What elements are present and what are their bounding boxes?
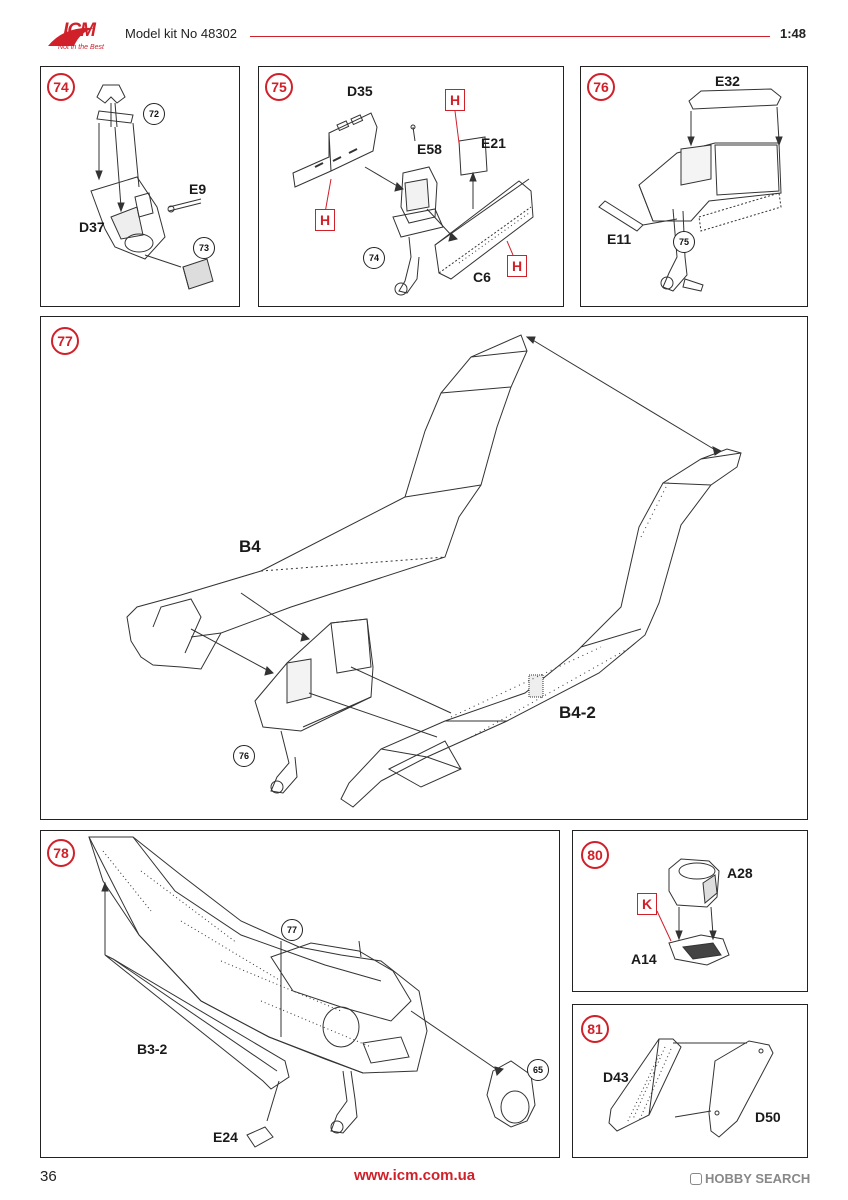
part-label-d35: D35: [347, 83, 373, 99]
step-81-drawing: [608, 1038, 774, 1138]
header-divider: [250, 36, 770, 37]
brand-tagline: Not in the Best: [58, 44, 104, 51]
ref-circle-72: 72: [143, 103, 165, 125]
step-number-75: 75: [265, 73, 293, 101]
part-label-e24: E24: [213, 1129, 238, 1145]
part-label-e21: E21: [481, 135, 506, 151]
step-number-76: 76: [587, 73, 615, 101]
ref-circle-65: 65: [527, 1059, 549, 1081]
paint-code-h-2: H: [315, 209, 335, 231]
step-75-panel: 75 D35 H E58 E21 H 74 C6 H: [258, 66, 564, 307]
ref-circle-75: 75: [673, 231, 695, 253]
step-number-78: 78: [47, 839, 75, 867]
part-label-b4-2: B4-2: [559, 703, 596, 722]
watermark-icon: [690, 1173, 702, 1185]
part-label-a14: A14: [631, 951, 657, 967]
part-label-a28: A28: [727, 865, 753, 881]
watermark-text: HOBBY SEARCH: [705, 1171, 811, 1186]
watermark: HOBBY SEARCH: [690, 1171, 810, 1186]
step-number-77: 77: [51, 327, 79, 355]
step-80-panel: 80 A28 K A14: [572, 830, 808, 992]
part-label-e32: E32: [715, 73, 740, 89]
step-75-drawing: [292, 110, 534, 296]
part-label-e58: E58: [417, 141, 442, 157]
part-label-d37: D37: [79, 219, 105, 235]
part-label-d50: D50: [755, 1109, 781, 1125]
icm-logo: [48, 27, 94, 46]
scale-label: 1:48: [780, 26, 807, 41]
step-74-panel: 74 72 E9 D37 73: [40, 66, 240, 307]
page-header: ICM Not in the Best Model kit No 48302 1…: [0, 0, 848, 60]
paint-code-h-3: H: [507, 255, 527, 277]
page-number: 36: [40, 1168, 57, 1185]
ref-circle-74: 74: [363, 247, 385, 269]
part-label-c6: C6: [473, 269, 491, 285]
step-number-80: 80: [581, 841, 609, 869]
step-78-panel: 78 77 B3-2 65 E24: [40, 830, 560, 1158]
ref-circle-73: 73: [193, 237, 215, 259]
part-label-e11: E11: [607, 231, 632, 247]
ref-circle-76: 76: [233, 745, 255, 767]
website-url[interactable]: www.icm.com.ua: [354, 1167, 476, 1184]
step-74-drawing: [90, 84, 214, 290]
part-label-b3-2: B3-2: [137, 1041, 168, 1057]
kit-title: Model kit No 48302: [125, 26, 238, 41]
brand-logo-text: ICM: [63, 20, 96, 41]
paint-code-k: K: [637, 893, 657, 915]
step-number-81: 81: [581, 1015, 609, 1043]
ref-circle-77: 77: [281, 919, 303, 941]
step-77-panel: 77 B4 B4-2 76: [40, 316, 808, 820]
paint-code-h-1: H: [445, 89, 465, 111]
part-label-b4: B4: [239, 537, 261, 556]
part-label-d43: D43: [603, 1069, 629, 1085]
step-78-drawing: [88, 836, 536, 1148]
step-80-drawing: [656, 858, 730, 966]
step-76-drawing: [598, 88, 783, 292]
step-number-74: 74: [47, 73, 75, 101]
step-76-panel: 76 E32 E11 75: [580, 66, 808, 307]
part-label-e9: E9: [189, 181, 207, 197]
step-77-drawing: [126, 334, 742, 808]
step-81-panel: 81 D43 D50: [572, 1004, 808, 1158]
